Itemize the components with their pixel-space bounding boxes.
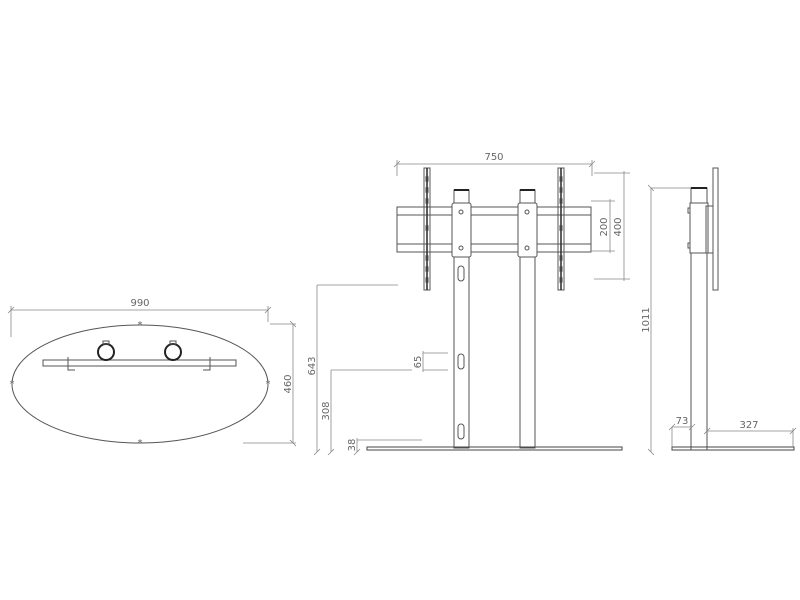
tick [264,306,272,314]
tick [7,306,15,314]
tick [703,427,711,435]
point-marker: * [266,379,271,390]
tick [588,160,596,168]
base-plate-front [366,446,623,451]
oval-base-outline [11,324,269,444]
tick [327,448,335,456]
tick [289,320,297,328]
tick [789,427,797,435]
label-308: 308 [321,401,332,420]
label-643: 643 [307,356,318,375]
bolt [524,245,530,251]
tick [393,160,401,168]
pole-right-top [164,343,182,361]
point-marker: * [10,379,15,390]
pole-cap [169,340,177,345]
side-view: 1011 73 327 [641,167,797,456]
tick [353,448,361,456]
bolt [458,245,464,251]
side-tv-panel [712,167,719,291]
label-200: 200 [599,217,610,236]
side-base-plate [671,446,795,451]
bolt [524,209,530,215]
top-view: 990 * * * * 460 [7,298,297,449]
clamp-right [517,202,538,258]
label-width-990: 990 [130,298,149,309]
point-marker: * [138,438,143,449]
tick [289,439,297,447]
cable-slot [457,353,465,370]
cable-slot [457,423,465,440]
label-327: 327 [739,420,758,431]
crossbar-top [42,359,237,367]
tick [647,184,655,192]
bolt [458,209,464,215]
pole-left-top [97,343,115,361]
label-750: 750 [484,152,503,163]
front-view: 750 [307,152,630,456]
bracket-left [67,357,75,371]
bracket-right [203,357,211,371]
label-73: 73 [676,416,689,427]
cable-slot [457,265,465,282]
pole-cap [102,340,110,345]
tick [313,448,321,456]
tick [668,423,676,431]
side-clamp [689,202,709,254]
bolt-head [687,207,691,214]
mount-crossbar [396,206,592,253]
label-depth-460: 460 [283,374,294,393]
clamp-left [451,202,472,258]
label-1011: 1011 [641,307,652,332]
bolt-head [687,242,691,249]
tick [647,448,655,456]
label-65: 65 [413,356,424,369]
point-marker: * [138,320,143,331]
label-400: 400 [613,217,624,236]
tick [688,423,696,431]
rail-slots [425,175,563,284]
label-38: 38 [347,439,358,452]
